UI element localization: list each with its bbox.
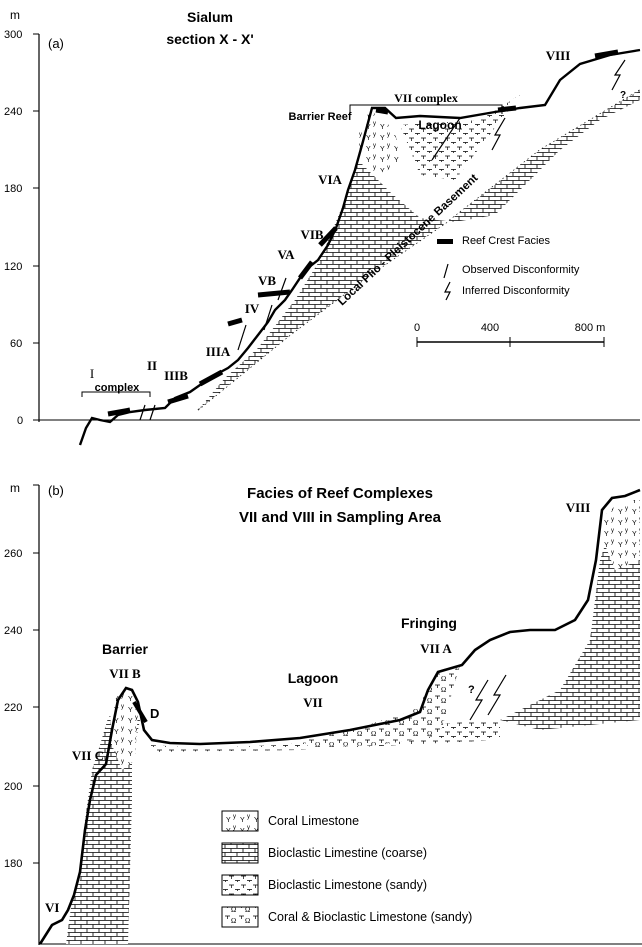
legend-mixed: Coral & Bioclastic Limestone (sandy) [268, 910, 472, 924]
viii-label-b: VIII [566, 500, 591, 515]
inferred-disconformity-symbol [444, 281, 451, 301]
panel-b-tick-220: 220 [4, 702, 22, 714]
vii-complex-bracket [349, 104, 503, 114]
panel-b-y-axis [33, 484, 642, 945]
terrace-VIA-label: VIA [318, 172, 342, 187]
panel-b-question: ? [468, 684, 475, 696]
panel-a-tick-60: 60 [10, 338, 22, 350]
legend-inferred: Inferred Disconformity [462, 285, 570, 297]
panel-a-title-line1: Sialum [187, 9, 233, 25]
panel-b: m 260 240 220 200 180 (b) Facies of Reef… [4, 481, 642, 945]
legend-reef-crest: Reef Crest Facies [462, 235, 551, 247]
terrace-IIIB-label: IIIB [164, 368, 188, 383]
barrier-label: Barrier [102, 641, 148, 657]
panel-b-y-unit: m [10, 481, 20, 495]
observed-disconformity-symbol [443, 263, 449, 279]
panel-b-tick-240: 240 [4, 625, 22, 637]
scale-zero: 0 [414, 322, 420, 334]
legend-swatch-mixed [221, 906, 259, 928]
vii-complex-label: VII complex [394, 91, 458, 105]
terrace-VIII-label: VIII [546, 48, 571, 63]
panel-b-title-line2: VII and VIII in Sampling Area [239, 509, 442, 526]
legend-sandy: Bioclastic Limestone (sandy) [268, 878, 427, 892]
legend-coral: Coral Limestone [268, 814, 359, 828]
legend-coarse: Bioclastic Limestine (coarse) [268, 846, 427, 860]
barrier-reef-label: Barrier Reef [289, 111, 352, 123]
lagoon-label-b: Lagoon [288, 670, 339, 686]
legend-swatch-coarse [221, 842, 259, 864]
panel-a-tick-240: 240 [4, 106, 22, 118]
legend-observed: Observed Disconformity [462, 264, 580, 276]
d-marker-bar [132, 700, 148, 724]
terrace-VA-label: VA [277, 247, 295, 262]
scale-mid: 400 [481, 322, 499, 334]
scale-bar: 0 400 800 m [414, 322, 605, 347]
panel-b-title-line1: Facies of Reef Complexes [247, 485, 433, 502]
terrace-VIB-label: VIB [300, 227, 323, 242]
panel-b-label: (b) [48, 483, 64, 498]
vii-label: VII [303, 695, 323, 710]
panel-b-coral-fill-right [600, 500, 640, 570]
terrace-IIIA-label: IIIA [206, 344, 231, 359]
disconformity-marks [139, 59, 626, 421]
fringing-label: Fringing [401, 615, 457, 631]
panel-b-mixed-fill [300, 665, 460, 748]
panel-a-title-line2: section X - X' [166, 31, 253, 47]
panel-b-tick-200: 200 [4, 781, 22, 793]
panel-b-profile [38, 488, 641, 945]
viic-label: VII C [72, 748, 104, 763]
panel-a-tick-120: 120 [4, 261, 22, 273]
panel-a-label: (a) [48, 36, 64, 51]
terrace-II-label: II [147, 358, 157, 373]
terrace-IV-label: IV [245, 301, 260, 316]
panel-a-tick-180: 180 [4, 183, 22, 195]
reef-crest-swatch [437, 239, 453, 244]
panel-a-profile [78, 48, 641, 446]
panel-a-tick-300: 300 [4, 29, 22, 41]
legend-swatch-coral [221, 810, 259, 832]
panel-a-y-unit: m [10, 8, 20, 22]
legend-swatch-sandy [221, 874, 259, 896]
panel-b-disconformities [469, 674, 507, 721]
lagoon-label-a: Lagoon [418, 118, 461, 132]
panel-b-tick-180: 180 [4, 858, 22, 870]
panel-b-tick-260: 260 [4, 548, 22, 560]
d-label: D [150, 706, 159, 721]
complex-I-label: complex [95, 382, 141, 394]
viib-label: VII B [109, 666, 141, 681]
panel-b-legend: Coral Limestone Bioclastic Limestine (co… [221, 810, 472, 928]
vi-label: VI [45, 900, 59, 915]
scale-end: 800 m [575, 322, 606, 334]
terrace-I-label: I [90, 366, 94, 381]
panel-b-coarse-fill-right [500, 520, 640, 730]
panel-a-limestone-fill [198, 90, 640, 410]
complex-I-bracket [81, 391, 151, 397]
viia-label: VII A [420, 641, 452, 656]
panel-a-tick-0: 0 [17, 415, 23, 427]
panel-a-lagoon-fill [400, 95, 520, 180]
terrace-VB-label: VB [258, 273, 276, 288]
panel-a: m 300 240 180 120 60 0 (a) Sialum sectio… [4, 8, 641, 446]
reef-crest-segments [107, 49, 619, 417]
panel-a-legend: Reef Crest Facies Observed Disconformity… [437, 235, 580, 301]
panel-a-y-axis [33, 33, 640, 422]
panel-a-question: ? [620, 90, 626, 101]
